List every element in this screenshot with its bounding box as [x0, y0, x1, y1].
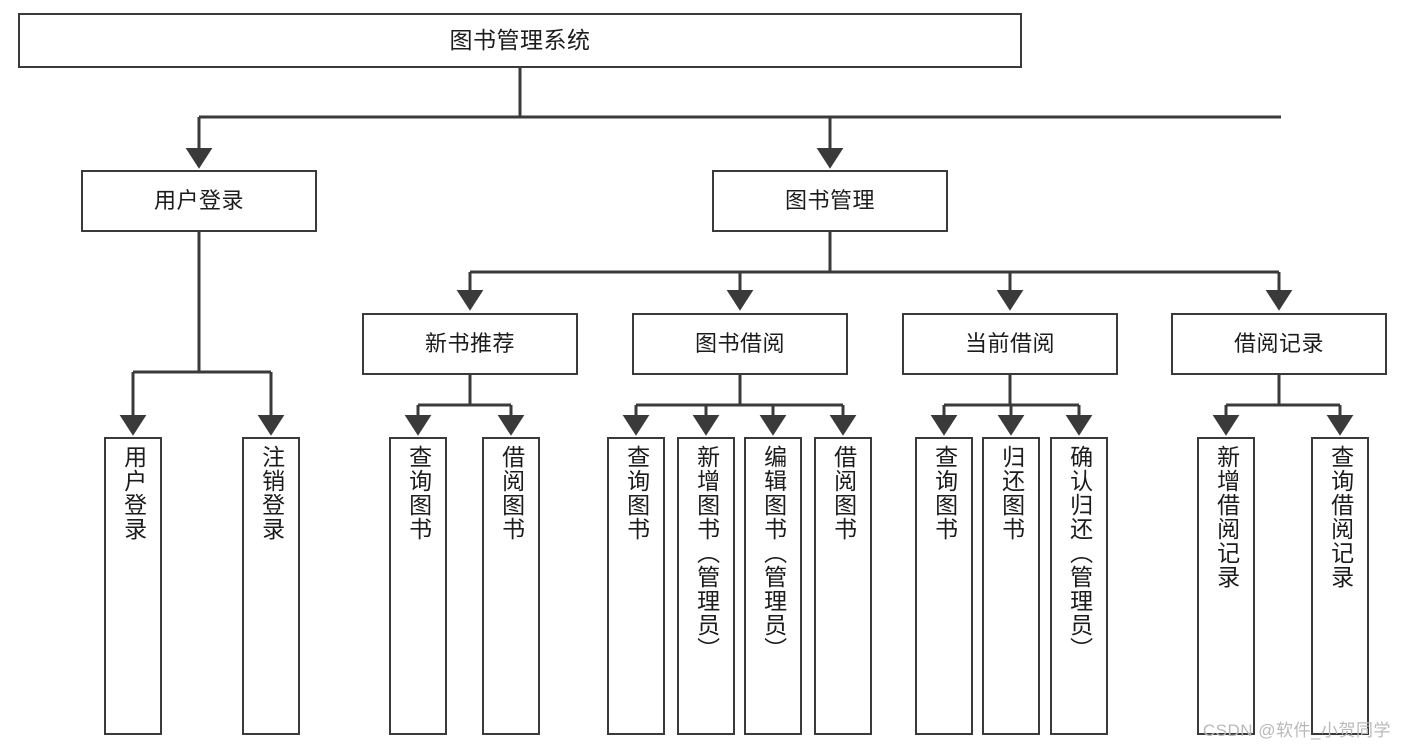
node-label: 用户登录: [120, 445, 147, 541]
node-label: 新书推荐: [424, 331, 515, 357]
node-label: 当前借阅: [964, 331, 1055, 357]
node-borrow-record[interactable]: 借阅记录: [1171, 313, 1387, 375]
leaf-book-borrow-borrow-book[interactable]: 借阅图书: [814, 437, 872, 735]
leaf-user-login-login[interactable]: 用户登录: [104, 437, 162, 735]
node-label: 查询图书: [931, 445, 958, 541]
node-label: 归还图书: [998, 445, 1025, 541]
node-book-management[interactable]: 图书管理: [712, 170, 948, 232]
node-label: 图书借阅: [694, 331, 785, 357]
node-label: 查询图书: [405, 445, 432, 541]
leaf-user-login-logout[interactable]: 注销登录: [242, 437, 300, 735]
node-book-borrow[interactable]: 图书借阅: [632, 313, 848, 375]
node-current-borrow[interactable]: 当前借阅: [902, 313, 1118, 375]
node-label: 借阅图书: [830, 445, 857, 541]
node-root-book-management-system[interactable]: 图书管理系统: [18, 13, 1022, 68]
node-label: 图书管理系统: [449, 26, 591, 53]
leaf-book-borrow-query-book[interactable]: 查询图书: [607, 437, 665, 735]
leaf-new-book-borrow-book[interactable]: 借阅图书: [482, 437, 540, 735]
leaf-current-borrow-return-book[interactable]: 归还图书: [982, 437, 1040, 735]
node-label: 借阅图书: [498, 445, 525, 541]
leaf-borrow-record-query-record[interactable]: 查询借阅记录: [1311, 437, 1369, 735]
leaf-current-borrow-confirm-return-admin[interactable]: 确认归还（管理员）: [1050, 437, 1108, 735]
leaf-current-borrow-query-book[interactable]: 查询图书: [915, 437, 973, 735]
node-label: 用户登录: [153, 188, 244, 214]
node-label: 借阅记录: [1233, 331, 1324, 357]
node-new-book-recommendation[interactable]: 新书推荐: [362, 313, 578, 375]
leaf-book-borrow-add-book-admin[interactable]: 新增图书（管理员）: [677, 437, 735, 735]
node-label: 查询图书: [623, 445, 650, 541]
node-label: 图书管理: [784, 188, 875, 214]
node-label: 编辑图书（管理员）: [760, 445, 787, 661]
node-user-login[interactable]: 用户登录: [81, 170, 317, 232]
csdn-watermark: CSDN @软件_小贺同学: [1202, 721, 1391, 740]
node-label: 确认归还（管理员）: [1066, 445, 1093, 661]
node-label: 新增借阅记录: [1213, 445, 1240, 589]
node-label: 新增图书（管理员）: [693, 445, 720, 661]
node-label: 注销登录: [258, 445, 285, 541]
node-label: 查询借阅记录: [1327, 445, 1354, 589]
leaf-new-book-query-book[interactable]: 查询图书: [389, 437, 447, 735]
leaf-borrow-record-add-record[interactable]: 新增借阅记录: [1197, 437, 1255, 735]
leaf-book-borrow-edit-book-admin[interactable]: 编辑图书（管理员）: [744, 437, 802, 735]
